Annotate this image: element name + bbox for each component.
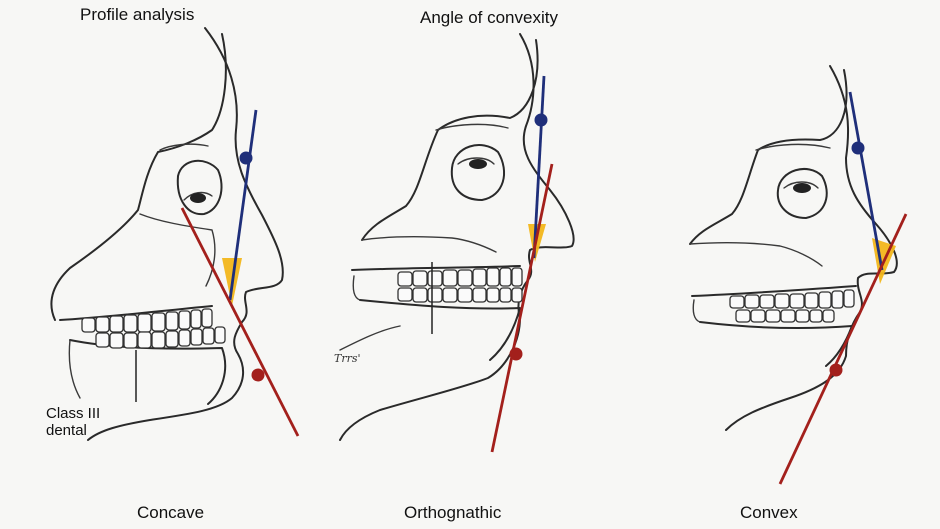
convex-skull-sketch <box>689 65 898 431</box>
orthognathic-red-point <box>509 347 523 361</box>
convex-red-point <box>829 363 843 377</box>
concave-upper-teeth <box>81 308 213 333</box>
title-profile-analysis: Profile analysis <box>80 5 195 24</box>
convex-upper-teeth <box>729 289 855 309</box>
convex-blue-point <box>851 141 865 155</box>
convex-lower-teeth <box>735 309 835 323</box>
label-orthognathic: Orthognathic <box>404 503 502 522</box>
concave-red-point <box>251 368 265 382</box>
concave-lower-teeth <box>95 326 226 349</box>
orthognathic-blue-line <box>532 75 546 259</box>
orthognathic-angle-fill <box>528 224 546 262</box>
class-iii-label-line2: dental <box>46 422 87 439</box>
convex-blue-line <box>848 91 884 271</box>
orthognathic-upper-teeth <box>397 267 523 287</box>
artist-signature: Trrs' <box>334 352 361 365</box>
orthognathic-lower-teeth <box>397 287 523 303</box>
class-iii-label-line1: Class III <box>46 405 101 422</box>
orthognathic-blue-point <box>534 113 548 127</box>
concave-blue-line <box>228 109 258 301</box>
orthognathic-red-line <box>490 163 554 453</box>
label-concave: Concave <box>137 503 205 522</box>
convex-red-line <box>778 213 908 485</box>
title-angle-of-convexity: Angle of convexity <box>420 8 558 27</box>
concave-blue-point <box>239 151 253 165</box>
concave-red-line <box>180 207 300 437</box>
label-convex: Convex <box>740 503 798 522</box>
concave-skull-sketch <box>50 27 284 441</box>
